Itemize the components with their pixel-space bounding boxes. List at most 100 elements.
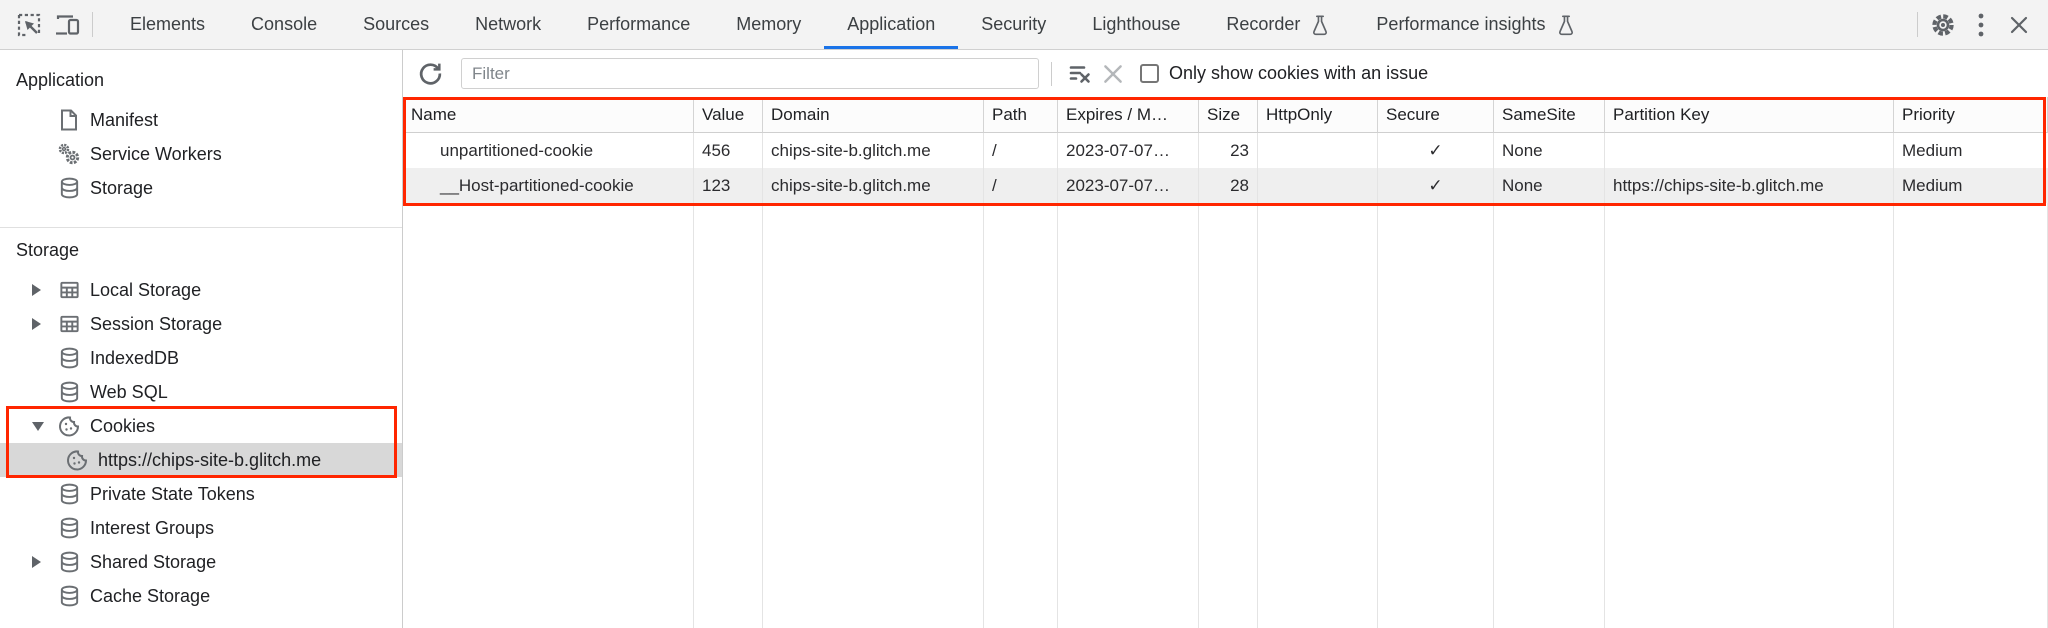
sidebar-item-indexeddb[interactable]: IndexedDB [0,341,402,375]
sidebar-item-storage[interactable]: Storage [0,171,402,205]
sidebar-item-service-workers[interactable]: Service Workers [0,137,402,171]
cookie-cell-priority[interactable]: Medium [1894,133,2048,168]
cookie-cell-partition-key[interactable] [1605,133,1894,168]
column-header-value[interactable]: Value [694,97,763,133]
chevron-expanded-icon[interactable] [32,421,56,431]
column-header-expires[interactable]: Expires / M… [1058,97,1199,133]
tab-performance-insights[interactable]: Performance insights [1353,0,1598,49]
sidebar-item-shared-storage[interactable]: Shared Storage [0,545,402,579]
delete-selected-icon[interactable] [1096,57,1130,91]
filter-input[interactable] [461,58,1039,89]
experiment-flask-icon [1558,15,1573,35]
tab-performance[interactable]: Performance [564,0,713,49]
sidebar-item-private-state-tokens[interactable]: Private State Tokens [0,477,402,511]
sidebar-item-label: IndexedDB [90,347,180,368]
column-header-httponly[interactable]: HttpOnly [1258,97,1378,133]
settings-gear-icon[interactable] [1924,0,1962,49]
sidebar-item-local-storage[interactable]: Local Storage [0,273,402,307]
cookie-cell-name[interactable]: __Host-partitioned-cookie [403,168,694,203]
document-icon [56,108,82,132]
cookie-cell-secure[interactable]: ✓ [1378,133,1494,168]
cookie-cell-value[interactable]: 123 [694,168,763,203]
tab-label: Application [847,14,936,34]
device-toolbar-icon[interactable] [48,0,86,49]
cookie-cell-httponly[interactable] [1258,133,1378,168]
tab-label: Performance [587,14,691,34]
cookie-cell-priority[interactable]: Medium [1894,168,2048,203]
sidebar-item-manifest[interactable]: Manifest [0,103,402,137]
grid-filler-column-value [694,203,763,628]
tab-recorder[interactable]: Recorder [1203,0,1353,49]
cookie-cell-size[interactable]: 28 [1199,168,1258,203]
sidebar-item-label: Local Storage [90,279,202,300]
chevron-collapsed-icon[interactable] [32,284,56,296]
column-header-size[interactable]: Size [1199,97,1258,133]
grid-filler-column-secure [1378,203,1494,628]
cookie-cell-value[interactable]: 456 [694,133,763,168]
database-icon [56,346,82,370]
cookie-cell-httponly[interactable] [1258,168,1378,203]
cookie-cell-domain[interactable]: chips-site-b.glitch.me [763,168,984,203]
tab-network[interactable]: Network [452,0,564,49]
sidebar-section-header-application: Application [16,70,105,90]
grid-filler-column-name [403,203,694,628]
cookie-cell-secure[interactable]: ✓ [1378,168,1494,203]
sidebar-item-interest-groups[interactable]: Interest Groups [0,511,402,545]
sidebar-item-web-sql[interactable]: Web SQL [0,375,402,409]
sidebar-item-session-storage[interactable]: Session Storage [0,307,402,341]
cookie-cell-expires[interactable]: 2023-07-07… [1058,168,1199,203]
cookie-cell-expires[interactable]: 2023-07-07… [1058,133,1199,168]
annotation-box-cookies: Cookies https://chips-site-b.glitch.me [0,406,402,478]
database-icon [56,516,82,540]
tab-elements[interactable]: Elements [107,0,228,49]
sidebar-item-cache-storage[interactable]: Cache Storage [0,579,402,613]
tab-lighthouse[interactable]: Lighthouse [1069,0,1203,49]
sidebar-item-https-chips-site-b-glitch-me[interactable]: https://chips-site-b.glitch.me [0,443,402,477]
cookie-cell-size[interactable]: 23 [1199,133,1258,168]
sidebar-item-label: Service Workers [90,143,222,164]
cookie-cell-path[interactable]: / [984,133,1058,168]
tab-security[interactable]: Security [958,0,1069,49]
cookie-cell-domain[interactable]: chips-site-b.glitch.me [763,133,984,168]
clear-filter-icon[interactable] [1062,57,1096,91]
tab-sources[interactable]: Sources [340,0,452,49]
sidebar-item-label: https://chips-site-b.glitch.me [98,449,322,470]
refresh-icon[interactable] [413,57,447,91]
column-header-priority[interactable]: Priority [1894,97,2048,133]
sidebar-section-header-storage: Storage [16,240,80,260]
tab-application[interactable]: Application [824,0,959,49]
cookie-cell-name[interactable]: unpartitioned-cookie [403,133,694,168]
cookie-cell-path[interactable]: / [984,168,1058,203]
tab-console[interactable]: Console [228,0,340,49]
more-options-icon[interactable] [1962,0,2000,49]
inspect-element-icon[interactable] [10,0,48,49]
issue-filter-checkbox[interactable] [1140,64,1159,83]
column-header-secure[interactable]: Secure [1378,97,1494,133]
column-header-samesite[interactable]: SameSite [1494,97,1605,133]
tab-label: Performance insights [1376,14,1546,34]
cookie-cell-samesite[interactable]: None [1494,133,1605,168]
grid-filler-column-path [984,203,1058,628]
sidebar-item-cookies[interactable]: Cookies [0,409,402,443]
column-header-path[interactable]: Path [984,97,1058,133]
column-header-partition-key[interactable]: Partition Key [1605,97,1894,133]
sidebar-item-label: Web SQL [90,381,168,402]
table-icon [56,312,82,336]
cookies-toolbar: Only show cookies with an issue [403,50,2048,97]
chevron-collapsed-icon[interactable] [32,556,56,568]
column-header-name[interactable]: Name [403,97,694,133]
grid-filler-column-httponly [1258,203,1378,628]
sidebar-item-label: Private State Tokens [90,483,255,504]
sidebar-item-label: Shared Storage [90,551,217,572]
chevron-collapsed-icon[interactable] [32,318,56,330]
cookie-cell-partition-key[interactable]: https://chips-site-b.glitch.me [1605,168,1894,203]
tab-memory[interactable]: Memory [713,0,824,49]
sidebar-item-label: Cache Storage [90,585,211,606]
column-header-domain[interactable]: Domain [763,97,984,133]
cookie-cell-samesite[interactable]: None [1494,168,1605,203]
toolbar-separator [1051,61,1052,86]
close-devtools-icon[interactable] [2000,0,2038,49]
